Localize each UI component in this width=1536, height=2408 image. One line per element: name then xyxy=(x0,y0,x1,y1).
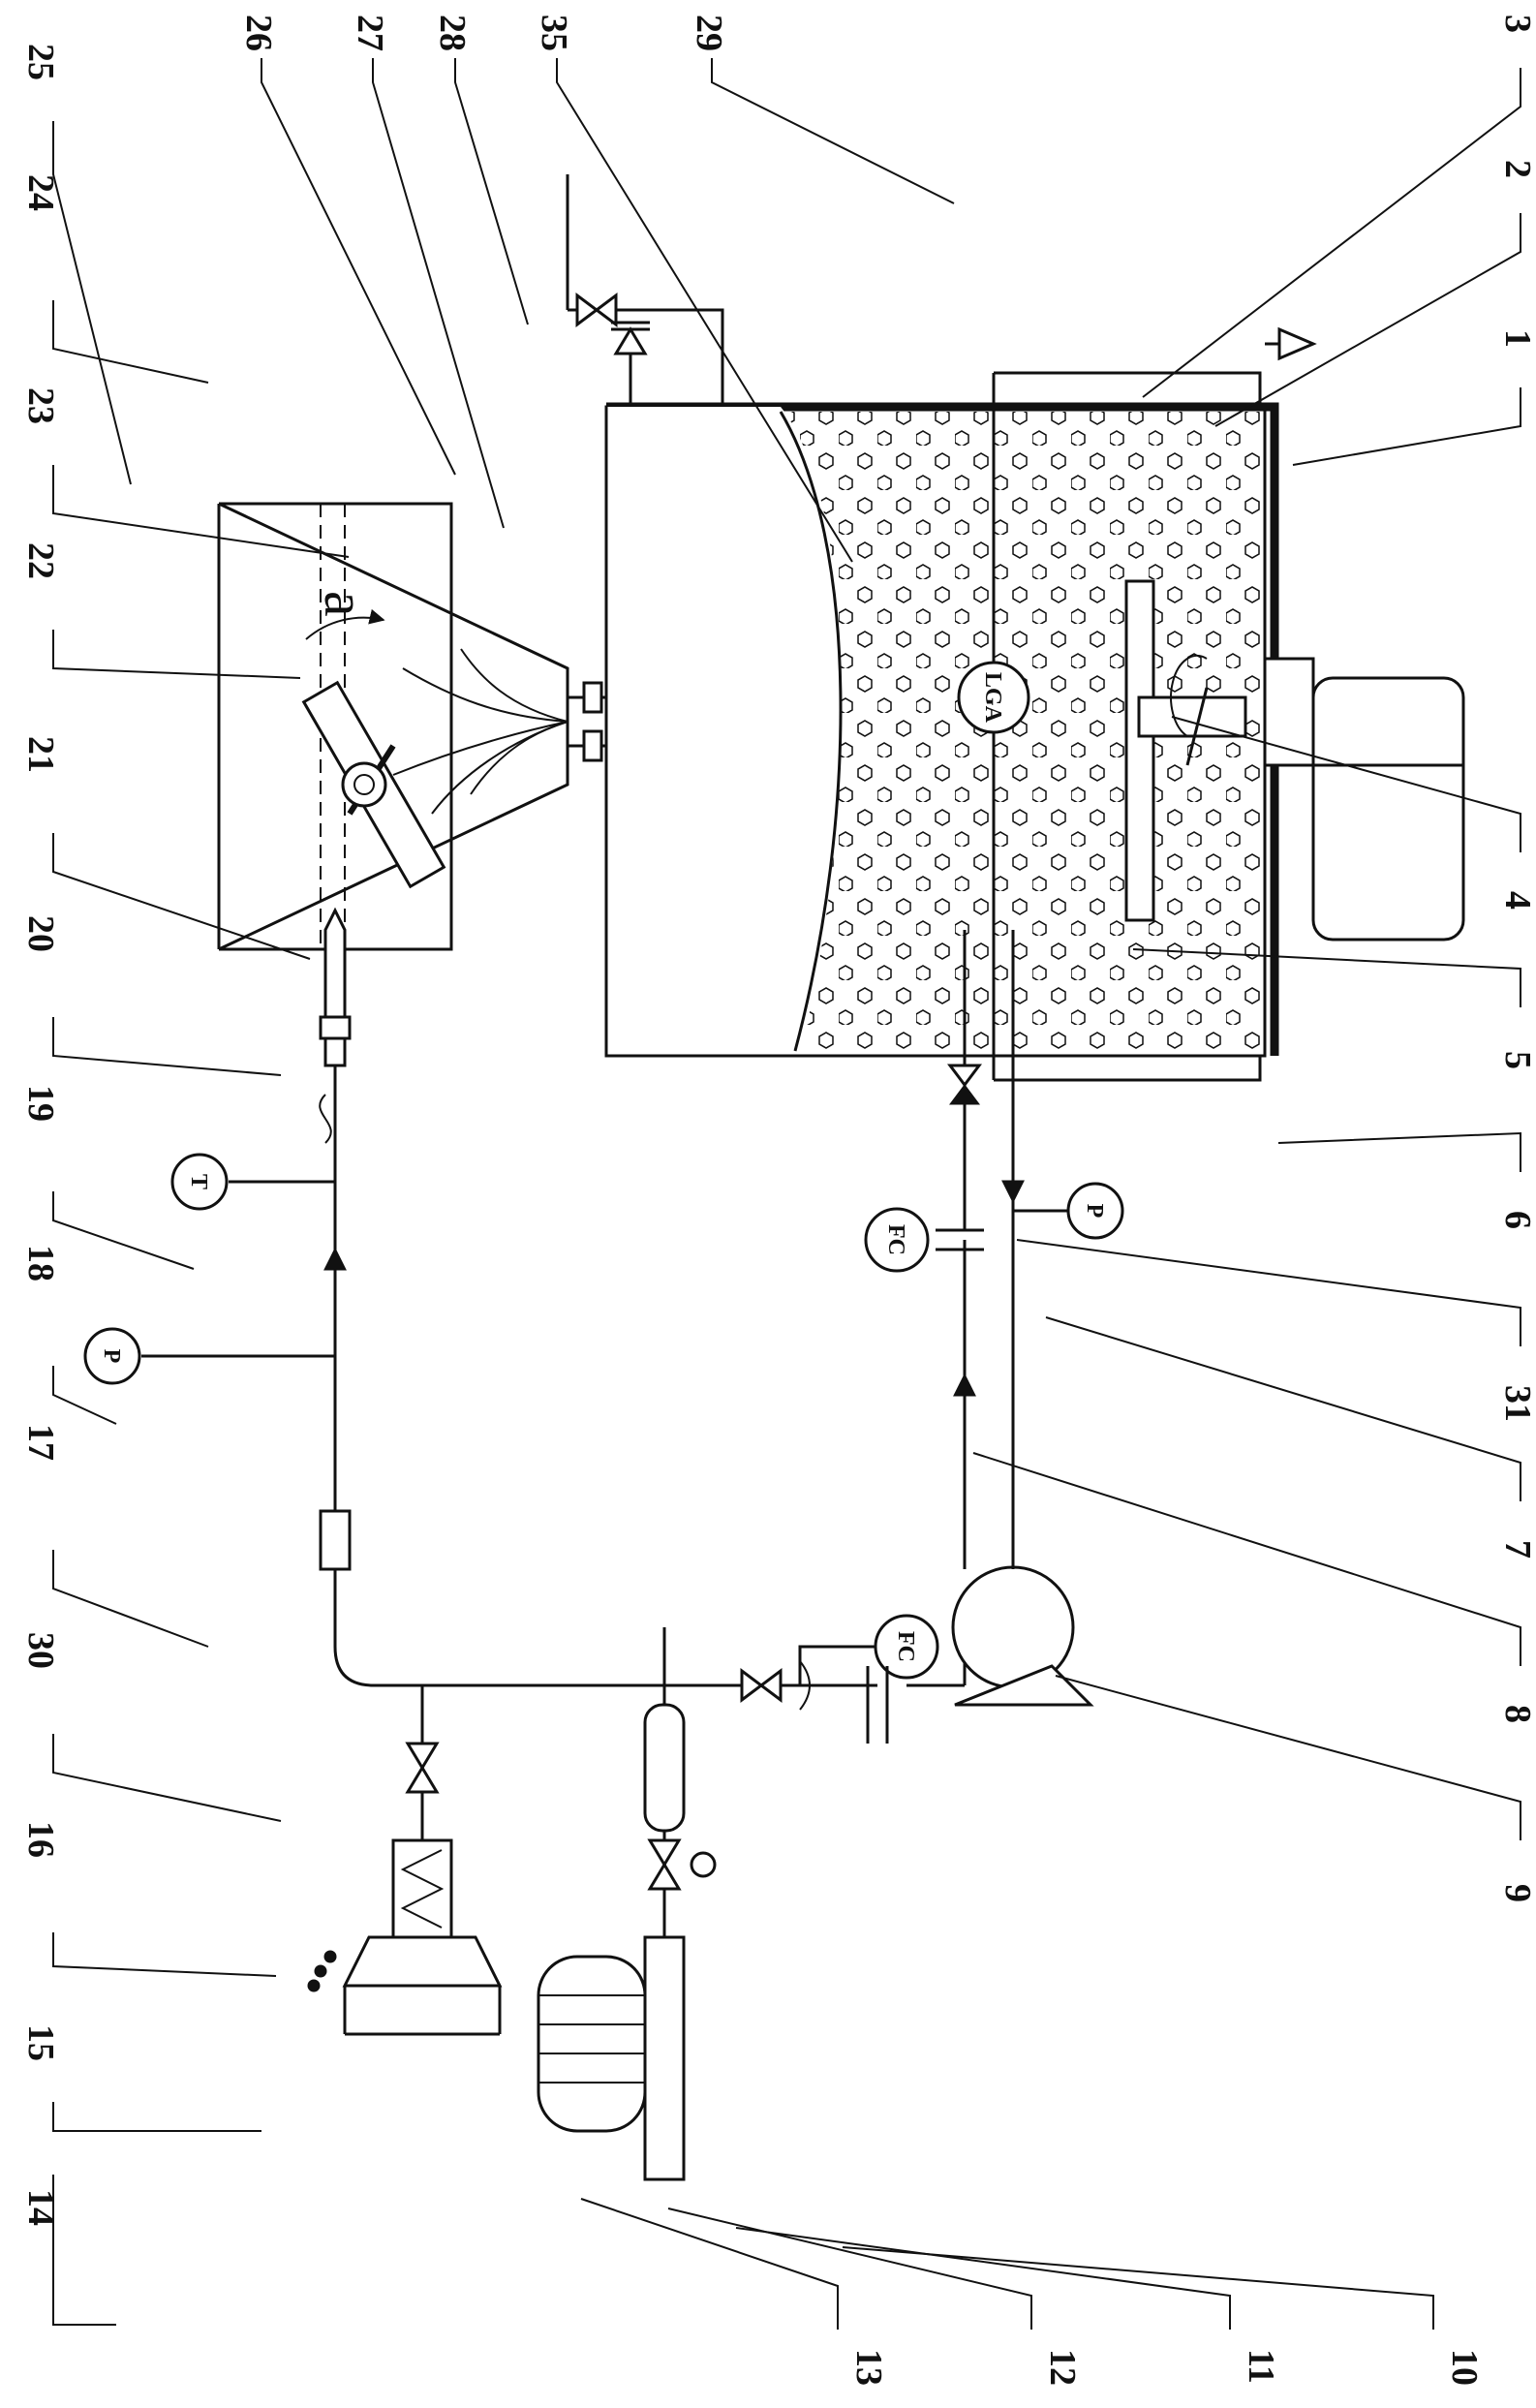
label-31: 31 xyxy=(1497,1385,1536,1422)
label-1: 1 xyxy=(1497,329,1536,348)
rotor-hub-icon xyxy=(343,763,385,806)
label-12: 12 xyxy=(1042,2349,1083,2386)
fc-upper-label: FC xyxy=(883,1224,908,1255)
vent-line xyxy=(568,174,722,407)
label-15: 15 xyxy=(20,2024,61,2061)
label-22: 22 xyxy=(20,542,61,579)
t-label: T xyxy=(186,1174,211,1189)
bottom-labels: 13 12 11 10 xyxy=(848,2349,1485,2386)
label-26: 26 xyxy=(238,15,279,51)
label-8: 8 xyxy=(1497,1705,1536,1723)
label-35: 35 xyxy=(534,15,574,51)
label-leaders xyxy=(39,58,1521,2330)
label-2: 2 xyxy=(1497,160,1536,178)
label-23: 23 xyxy=(20,387,61,424)
label-11: 11 xyxy=(1241,2349,1281,2384)
rotating-blade-assembly: a xyxy=(304,591,445,886)
label-19: 19 xyxy=(20,1085,61,1122)
label-3: 3 xyxy=(1497,15,1536,33)
control-valve: FC xyxy=(742,1616,937,1744)
feed-pipeline: T P xyxy=(85,911,635,1685)
label-30: 30 xyxy=(20,1632,61,1669)
label-4: 4 xyxy=(1497,891,1536,910)
label-25: 25 xyxy=(20,44,61,80)
discharge-nozzle xyxy=(568,683,606,760)
label-16: 16 xyxy=(20,1821,61,1858)
label-5: 5 xyxy=(1497,1051,1536,1069)
label-7: 7 xyxy=(1497,1540,1536,1559)
angle-label: a xyxy=(313,591,377,617)
right-labels: 3 2 1 4 5 6 31 7 8 9 xyxy=(1497,15,1536,1902)
spray-pattern xyxy=(393,649,568,814)
cyclone-hopper xyxy=(219,504,568,949)
p-lower-label: P xyxy=(1082,1204,1107,1219)
label-6: 6 xyxy=(1497,1211,1536,1229)
label-9: 9 xyxy=(1497,1884,1536,1902)
p-upper-label: P xyxy=(99,1349,124,1364)
label-27: 27 xyxy=(350,15,390,51)
gas-supply xyxy=(538,1685,715,2179)
label-21: 21 xyxy=(20,736,61,773)
relief-valve xyxy=(611,323,650,407)
tank-sensor-icon xyxy=(1265,329,1313,358)
motor xyxy=(1265,659,1463,940)
label-10: 10 xyxy=(1444,2349,1485,2386)
label-29: 29 xyxy=(689,15,729,51)
top-labels: 26 27 28 35 29 xyxy=(238,15,729,51)
label-28: 28 xyxy=(432,15,473,51)
label-17: 17 xyxy=(20,1424,61,1461)
label-14: 14 xyxy=(20,2189,61,2226)
label-18: 18 xyxy=(20,1245,61,1281)
lga-label: LGA xyxy=(980,672,1005,724)
fc-lower-label: FC xyxy=(893,1631,918,1662)
left-labels: 25 24 23 22 21 20 19 18 17 30 16 15 14 xyxy=(20,44,61,2226)
label-13: 13 xyxy=(848,2349,889,2386)
label-20: 20 xyxy=(20,915,61,952)
solid-feeder xyxy=(308,1685,500,2034)
